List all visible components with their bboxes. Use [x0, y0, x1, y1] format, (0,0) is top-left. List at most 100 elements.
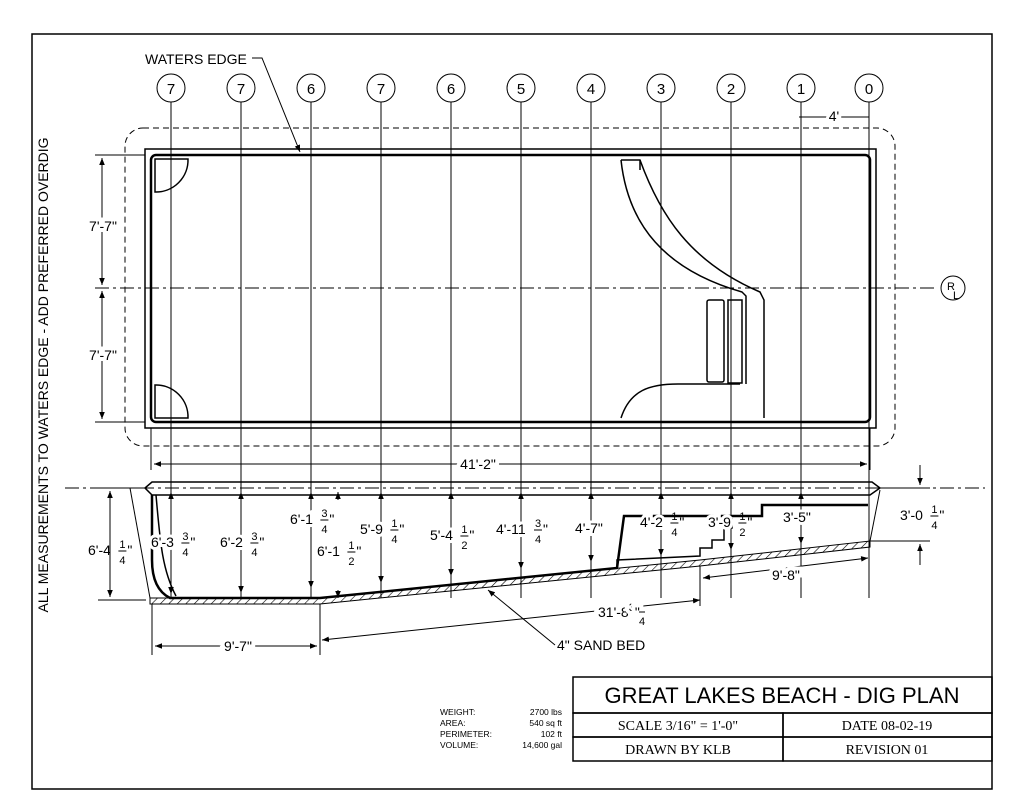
station-label: 4 [587, 81, 595, 98]
depth-whole: 5'-9 [360, 521, 383, 537]
depth-frac-num: 3 [182, 531, 188, 543]
side-note: ALL MEASUREMENTS TO WATERS EDGE - ADD PR… [35, 137, 51, 612]
depth-whole: 3'-0 [900, 507, 923, 523]
station-marker: 6 [436, 73, 466, 598]
drawing-title: GREAT LAKES BEACH - DIG PLAN [605, 683, 960, 708]
overdig-outline [124, 127, 896, 447]
depth-frac-den: 4 [119, 555, 125, 567]
beach-entry-steps [620, 159, 765, 419]
depth-label: 6'-3 3 4" [148, 531, 195, 559]
depth-frac-num: 3 [321, 508, 327, 520]
depth-suffix: " [747, 514, 752, 530]
depth-frac-num: 1 [931, 504, 937, 516]
deep-flat-text: 9'-7" [224, 638, 252, 654]
date-text: DATE 08-02-19 [842, 719, 933, 734]
station-marker: 7 [156, 73, 186, 598]
stat-label: WEIGHT: [440, 707, 475, 717]
depth-suffix: " [259, 534, 264, 550]
depth-frac-num: 1 [671, 511, 677, 523]
station-marker: 4 [576, 73, 606, 598]
depth-label: 5'-9 1 4" [357, 518, 404, 546]
sheet-border [31, 33, 993, 790]
depth-suffix: " [356, 543, 361, 559]
depth-suffix: " [190, 534, 195, 550]
station-marker: 7 [366, 73, 396, 598]
drawn-by-text: DRAWN BY KLB [625, 743, 731, 758]
depth-whole: 5'-4 [430, 527, 453, 543]
depth-suffix: " [939, 507, 944, 523]
centerline-label-l: L [953, 290, 959, 302]
station-label: 3 [657, 81, 665, 98]
depth-suffix: " [329, 511, 334, 527]
station-spacing-text: 4' [829, 108, 839, 124]
depth-frac-den: 2 [461, 540, 467, 552]
station-label: 7 [377, 81, 385, 98]
half-width-bottom-text: 7'-7" [89, 347, 117, 363]
stat-value: 540 sq ft [529, 718, 562, 728]
depth-suffix: " [543, 521, 548, 537]
depth-whole: 4'-7" [575, 520, 603, 536]
depth-frac-den: 4 [251, 547, 257, 559]
depth-frac-num: 3 [535, 518, 541, 530]
sand-bed-label: 4" SAND BED [557, 637, 645, 653]
depth-whole: 6'-1 [317, 543, 340, 559]
station-label: 7 [167, 81, 175, 98]
title-block: GREAT LAKES BEACH - DIG PLAN SCALE 3/16"… [572, 676, 993, 762]
slope-length-text: 31'-83" [598, 602, 640, 620]
depth-suffix: " [679, 514, 684, 530]
stat-label: AREA: [440, 718, 466, 728]
waters-edge-label: WATERS EDGE [145, 51, 247, 67]
station-label: 7 [237, 81, 245, 98]
depth-whole: 6'-3 [151, 534, 174, 550]
sand-bed-leader [487, 589, 556, 646]
depth-whole: 4'-11 [496, 521, 526, 537]
depth-label: 3'-0 1 4" [897, 504, 944, 532]
station-label: 5 [517, 81, 525, 98]
station-marker: 7 [226, 73, 256, 598]
shallow-length-text: 9'-8" [772, 567, 800, 583]
revision-text: REVISION 01 [846, 743, 929, 758]
depth-frac-num: 3 [251, 531, 257, 543]
scale-text: SCALE 3/16" = 1'-0" [618, 719, 738, 734]
depth-label: 6'-1 1 2" [314, 540, 361, 568]
stat-label: PERIMETER: [440, 729, 492, 739]
depth-frac-den: 4 [391, 534, 397, 546]
depth-frac-num: 1 [119, 539, 125, 551]
depth-frac-den: 4 [321, 524, 327, 536]
stat-value: 14,600 gal [522, 740, 562, 750]
depth-whole: 3'-5" [783, 509, 811, 525]
station-label: 6 [447, 81, 455, 98]
stat-value: 102 ft [541, 729, 563, 739]
depth-frac-num: 1 [461, 524, 467, 536]
half-width-top-text: 7'-7" [89, 218, 117, 234]
slope-length-whole: 31'-8 [598, 604, 629, 620]
sand-bed-hatch [149, 540, 871, 605]
depth-frac-num: 1 [348, 540, 354, 552]
depth-suffix: " [127, 542, 132, 558]
depth-frac-den: 4 [182, 547, 188, 559]
overall-length-text: 41'-2" [460, 456, 496, 472]
depth-label: 4'-7" [572, 517, 606, 539]
depth-label: 3'-5" [780, 506, 814, 528]
depth-suffix: " [399, 521, 404, 537]
station-label: 2 [727, 81, 735, 98]
corner-seat-bottom [154, 384, 189, 419]
depth-whole: 4'-2 [640, 514, 663, 530]
depth-frac-den: 2 [348, 556, 354, 568]
slope-length-dim [321, 597, 701, 643]
depth-frac-den: 4 [535, 534, 541, 546]
slope-length-frac-den: 4 [639, 616, 645, 628]
station-label: 0 [865, 81, 873, 98]
depth-frac-den: 4 [931, 520, 937, 532]
station-marker: 0 [854, 73, 884, 598]
depth-frac-num: 1 [391, 518, 397, 530]
